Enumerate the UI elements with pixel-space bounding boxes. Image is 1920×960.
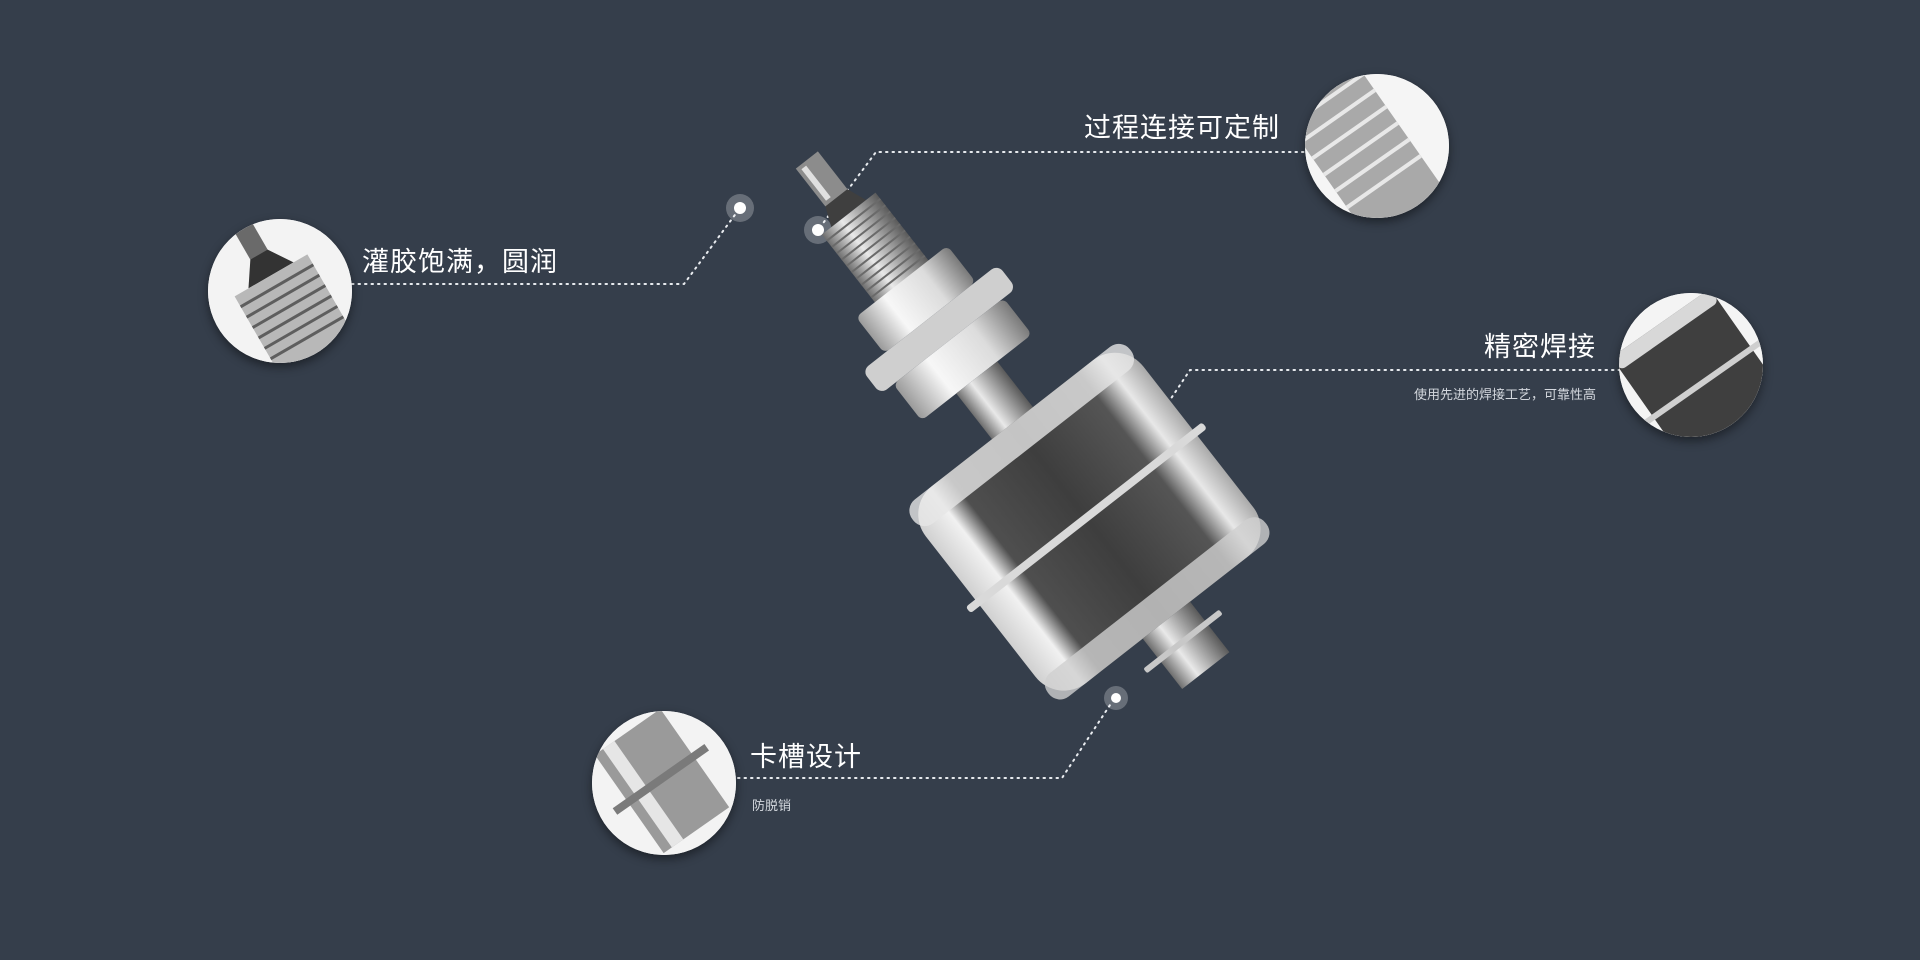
leader-line-welding bbox=[1137, 369, 1621, 449]
callout-subtitle-groove: 防脱销 bbox=[752, 799, 792, 814]
hex-nuts bbox=[858, 248, 1030, 419]
callout-title-process-connection: 过程连接可定制 bbox=[1084, 113, 1280, 144]
callout-title-welding: 精密焊接 bbox=[1484, 332, 1596, 363]
threaded-stem bbox=[821, 192, 930, 304]
hotspot-potting[interactable] bbox=[726, 194, 754, 222]
leader-line-process-connection bbox=[817, 151, 1311, 231]
threaded-stem-with-wire-icon bbox=[208, 219, 352, 363]
welded-float-edge-icon bbox=[1619, 293, 1763, 437]
callout-subtitle-welding: 使用先进的焊接工艺，可靠性高 bbox=[1413, 388, 1596, 403]
thumbnail-groove bbox=[592, 711, 736, 855]
thread-closeup-icon bbox=[1305, 74, 1449, 218]
shaft bbox=[956, 361, 1035, 441]
leader-line-potting bbox=[351, 207, 741, 285]
bottom-stem-with-clip bbox=[1142, 601, 1230, 690]
float bbox=[909, 343, 1270, 700]
thumbnail-welding bbox=[1619, 293, 1763, 437]
callout-title-potting: 灌胶饱满，圆润 bbox=[362, 247, 558, 278]
wire-lug bbox=[795, 151, 867, 228]
leader-line-groove bbox=[737, 701, 1113, 779]
callout-title-groove: 卡槽设计 bbox=[750, 742, 862, 773]
thumbnail-process-connection bbox=[1305, 74, 1449, 218]
thumbnail-potting bbox=[208, 219, 352, 363]
groove-clip-icon bbox=[592, 711, 736, 855]
hotspot-groove[interactable] bbox=[1104, 686, 1128, 710]
